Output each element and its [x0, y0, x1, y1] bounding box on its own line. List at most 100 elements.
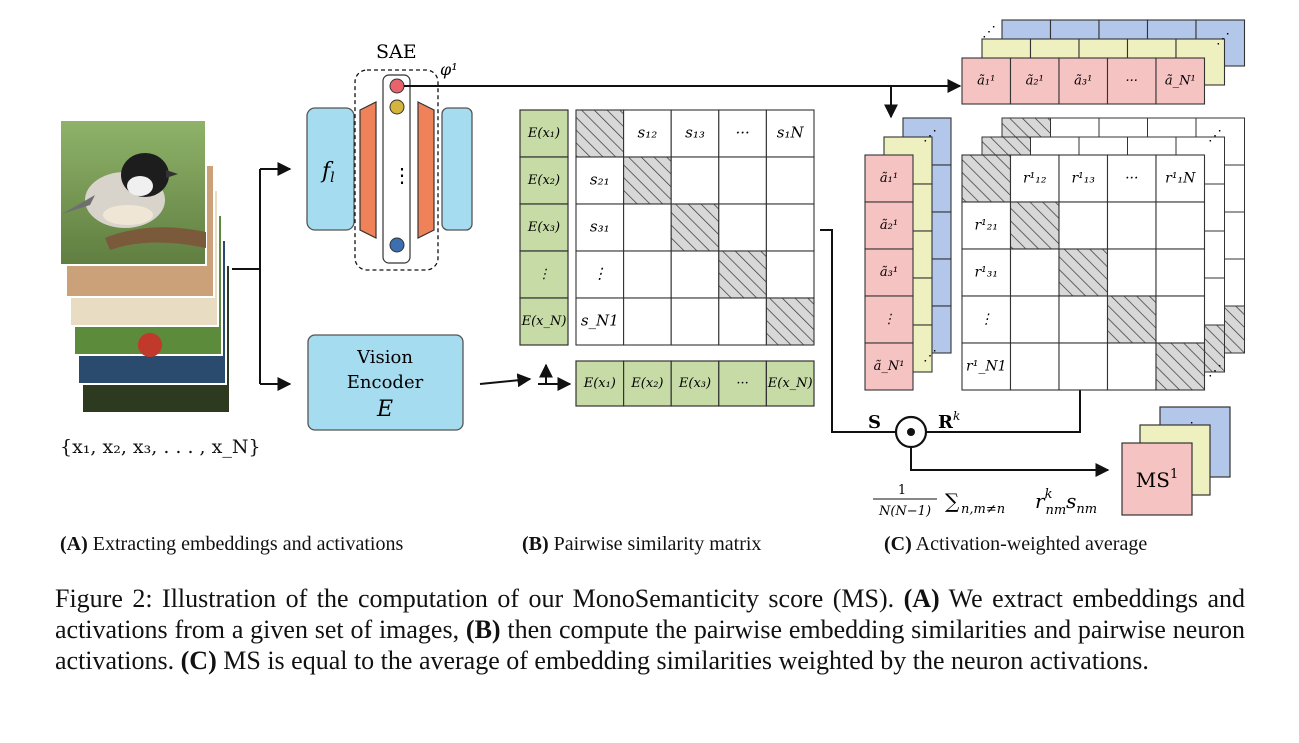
sae-dashed-box: [354, 69, 439, 271]
similarity-value: s₃₁: [590, 218, 610, 236]
activation-cell: [864, 248, 914, 297]
diagonal-cell: [961, 154, 1012, 203]
ms-arrow: [910, 447, 1110, 477]
svg-text:∑: ∑: [945, 489, 960, 513]
row-embeddings: E(x₁)E(x₂)E(x₃)⋮E(x_N): [519, 109, 569, 346]
activation-product-value: r¹₁₂: [1023, 171, 1047, 187]
row-embedding-cell: [519, 109, 569, 158]
phi-label: φ¹: [440, 60, 458, 79]
diagonal-cell: [1058, 248, 1109, 297]
diagonal-cell: [670, 203, 720, 252]
similarity-cell: [623, 203, 672, 252]
activation-product-cell: [1009, 295, 1060, 344]
diagonal-cell: [1009, 201, 1060, 250]
similarity-value: s₂₁: [590, 171, 610, 189]
stack-dots: ⋰: [923, 348, 937, 364]
activation-cell: [864, 295, 914, 344]
activation-label: ⋮: [883, 312, 896, 327]
similarity-cell: [765, 156, 815, 205]
diagonal-cell: [1155, 342, 1206, 391]
column-embedding-label: E(x₁): [583, 376, 616, 391]
similarity-value: ⋮: [592, 265, 607, 283]
svg-text:n,m≠n: n,m≠n: [961, 502, 1005, 517]
activation-label: ···: [1126, 74, 1138, 89]
encoder-line2: Encoder: [347, 372, 424, 393]
caption-panel-b: (B) Pairwise similarity matrix: [522, 533, 762, 555]
activation-label: ã₁¹: [977, 74, 995, 89]
activation-product-cell: [1106, 248, 1157, 297]
activation-product-cell: [1155, 248, 1206, 297]
image-stack: [59, 119, 231, 414]
activation-label: ã₁¹: [880, 171, 898, 186]
similarity-cell: [670, 250, 720, 299]
column-embedding-cell: [622, 360, 672, 407]
stack-dots: ⋰: [1208, 128, 1222, 144]
diagonal-cell: [718, 250, 767, 299]
activation-product-cell: [1058, 295, 1109, 344]
activation-cell: [864, 154, 914, 203]
hadamard-dot: [907, 428, 915, 436]
activation-cell: [1009, 57, 1060, 105]
layer-block: [306, 107, 355, 231]
caption-panel-c: (C) Activation-weighted average: [884, 533, 1148, 555]
column-embedding-cell: [765, 360, 815, 407]
activation-label: ã₂¹: [880, 218, 898, 233]
stack-dots: ⋰: [982, 24, 996, 40]
similarity-cell: [765, 250, 815, 299]
column-embedding-label: ···: [736, 376, 748, 391]
vision-encoder-block: [307, 334, 464, 431]
sae-encoder-trapezoid: [359, 101, 377, 239]
row-embedding-label: E(x_N): [521, 314, 567, 329]
similarity-cell: [575, 297, 625, 346]
activation-product-cell: [1058, 342, 1109, 391]
column-embedding-label: E(x_N): [767, 376, 813, 391]
similarity-cell: [623, 109, 672, 158]
activation-product-cell: [961, 342, 1012, 391]
diagram-canvas: {x₁, x₂, x₃, . . . , x_N} fl SAE ⋮ φ¹ Vi…: [59, 19, 1246, 519]
activation-product-cell: [1106, 154, 1157, 203]
activation-cell: [864, 201, 914, 250]
activation-product-cell: [1106, 201, 1157, 250]
activation-product-value: r¹₃₁: [974, 265, 998, 281]
activation-cell: [961, 57, 1012, 105]
similarity-cell: [670, 297, 720, 346]
column-embedding-cell: [670, 360, 720, 407]
encoder-line1: Vision: [356, 347, 413, 368]
similarity-cell: [575, 250, 625, 299]
row-embedding-cell: [519, 250, 569, 299]
encoder-symbol: E: [376, 397, 393, 422]
stack-dots: ⋰: [1216, 31, 1230, 47]
column-embedding-label: E(x₃): [678, 376, 711, 391]
activation-cell: [1106, 57, 1157, 105]
similarity-value: s_N1: [581, 312, 619, 330]
activation-product-value: ···: [1125, 171, 1138, 187]
neuron-blue: [389, 237, 405, 253]
similarity-cell: [765, 203, 815, 252]
image-branch-arrows: [232, 162, 292, 391]
column-embedding-cell: [718, 360, 767, 407]
activation-product-cell: [1058, 154, 1109, 203]
activation-label: ã_N¹: [874, 359, 905, 374]
row-embedding-cell: [519, 156, 569, 205]
figure-caption: Figure 2: Illustration of the computatio…: [55, 584, 1245, 675]
diagonal-cell: [765, 297, 815, 346]
diagonal-cell: [1106, 295, 1157, 344]
similarity-cell: [718, 203, 767, 252]
row-embedding-label: E(x₁): [527, 126, 560, 141]
row-embedding-label: E(x₂): [527, 173, 560, 188]
s-connector: [820, 229, 898, 433]
stack-dots: ⋰: [923, 128, 937, 144]
activation-cell: [864, 342, 914, 391]
sae-label: SAE: [376, 41, 417, 63]
similarity-cell: [765, 109, 815, 158]
sae-output-block: [441, 107, 473, 231]
similarity-value: s₁N: [777, 124, 805, 142]
similarity-cell: [718, 156, 767, 205]
diagonal-cell: [575, 109, 625, 158]
activation-product-cell: [1106, 342, 1157, 391]
caption-panel-a: (A) Extracting embeddings and activation…: [60, 533, 404, 555]
